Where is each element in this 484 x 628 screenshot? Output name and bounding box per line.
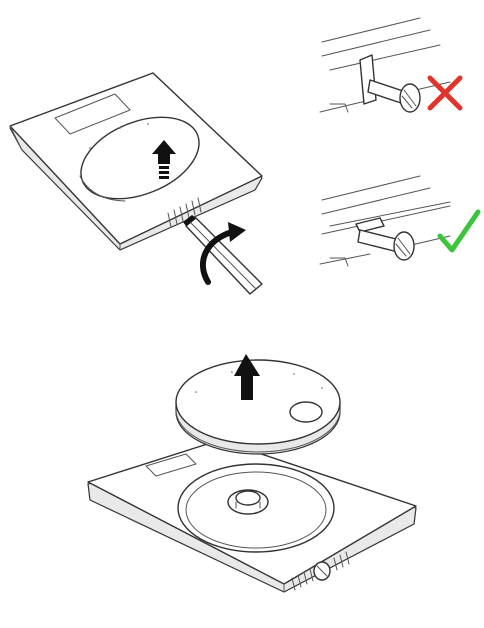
svg-text:∘: ∘ (194, 390, 198, 396)
cross-mark-icon (430, 78, 460, 108)
svg-text:∘: ∘ (118, 126, 122, 132)
svg-text:∘: ∘ (292, 372, 296, 378)
correct-position-detail (300, 160, 484, 300)
svg-text:∘: ∘ (88, 146, 92, 152)
lock-detail-correct (320, 176, 450, 266)
step1-illustration: ∘ ∘ ∘ (0, 0, 290, 300)
lock-detail-wrong (320, 18, 450, 112)
svg-text:∘: ∘ (320, 386, 324, 392)
svg-text:∘: ∘ (146, 122, 150, 128)
svg-text:∘: ∘ (230, 370, 234, 376)
check-mark-icon (440, 212, 478, 250)
step2-illustration: ∘ ∘ ∘ ∘ (70, 330, 430, 628)
screwdriver (183, 215, 262, 294)
device-body-open (88, 440, 416, 592)
wrong-position-detail (300, 0, 484, 150)
